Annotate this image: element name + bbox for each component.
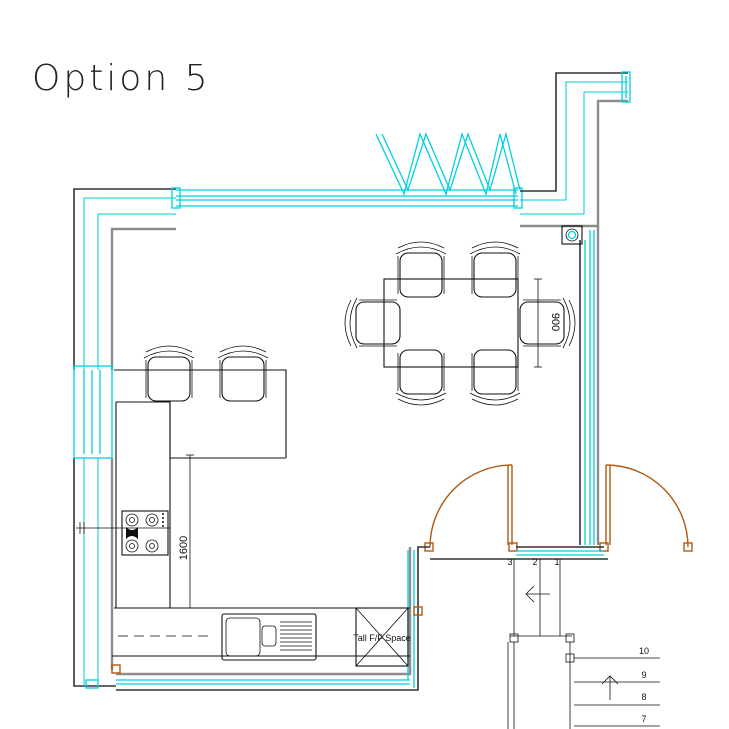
run-dimension [186,454,194,609]
stair-number: 8 [641,692,646,702]
dining-chair [469,241,521,298]
entrance-steps [510,559,572,637]
plan-title: Option 5 [32,58,211,99]
dining-chair [395,241,447,298]
dining-chair [395,349,447,406]
kitchen-counter [76,369,410,657]
stair-number: 10 [639,646,649,656]
table-dimension-label: 900 [549,313,561,331]
stair-number: 7 [641,714,646,724]
dining-chair [344,297,401,349]
bifold-door [375,131,521,197]
tall-ff-space [355,607,409,667]
top-glazing [171,187,523,209]
step-number: 1 [554,557,559,567]
staircase [507,633,660,729]
step-number: 3 [507,557,512,567]
right-glazing [561,225,600,545]
dining-chair [469,349,521,406]
table-dimension [534,278,542,368]
patio-doors [424,464,693,560]
step-number: 2 [532,557,537,567]
run-dimension-label: 1600 [178,536,190,560]
dining-table [383,278,519,368]
tall-ff-label: Tall F/F Space [353,633,411,643]
right-wall [520,71,631,228]
bar-stool [217,345,269,402]
left-wall [73,188,176,687]
hob [121,510,169,556]
stair-number: 9 [641,670,646,680]
dining-chair [519,297,576,349]
bar-stool [143,345,195,402]
sink [221,613,317,661]
left-window [73,365,113,459]
